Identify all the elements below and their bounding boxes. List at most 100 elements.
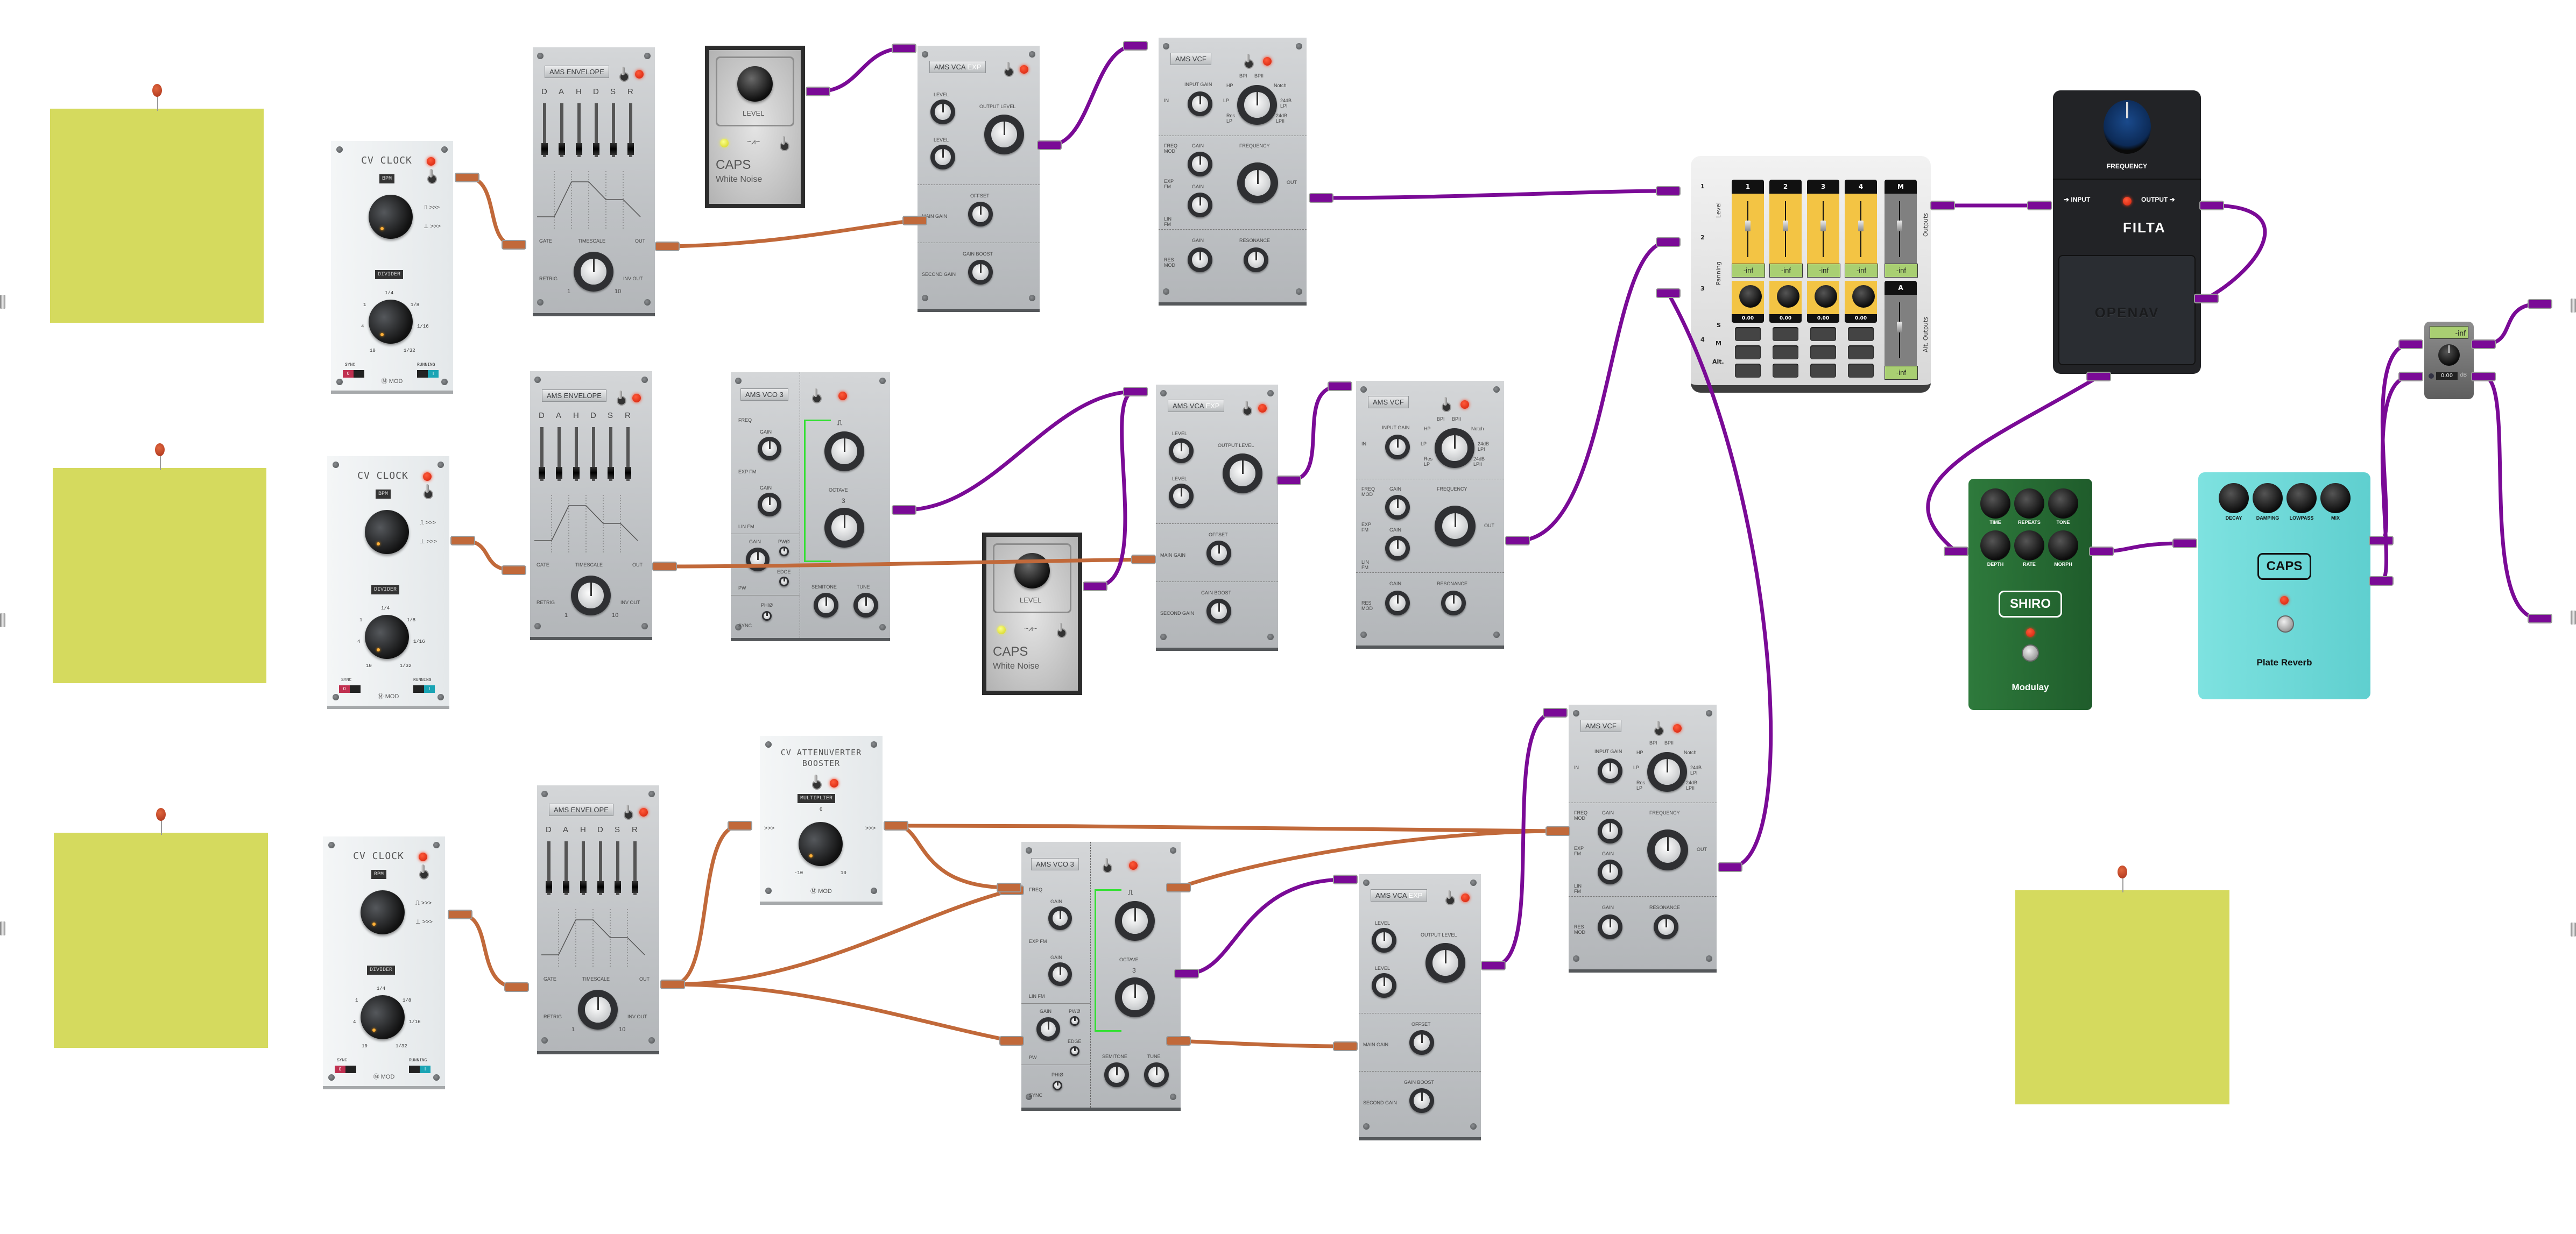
running-switch[interactable]: I [409, 1066, 430, 1073]
exp-fm-gain-knob[interactable] [1385, 495, 1410, 520]
tone-knob[interactable] [2048, 488, 2078, 519]
master-fader[interactable] [1897, 221, 1902, 231]
sticky-note[interactable] [53, 443, 266, 683]
sync-switch[interactable]: 0 [335, 1066, 356, 1073]
jack-plug[interactable] [2369, 536, 2394, 545]
bpm-knob[interactable] [365, 510, 409, 554]
stage-fader[interactable] [563, 881, 569, 893]
level-2-knob[interactable] [930, 145, 955, 169]
ams-vca-exp-module[interactable]: AMS VCA EXP LEVEL OUTPUT LEVEL LEVEL OFF… [1359, 874, 1481, 1140]
jack-plug[interactable] [892, 505, 916, 515]
sticky-note[interactable] [50, 84, 264, 323]
running-switch[interactable]: I [413, 685, 435, 693]
stage-fader-track[interactable] [633, 841, 637, 895]
pw0-knob[interactable] [1070, 1016, 1079, 1026]
cv-cable[interactable] [665, 218, 917, 249]
cv-cable[interactable] [458, 912, 519, 989]
jack-plug[interactable] [1123, 387, 1148, 396]
jack-plug[interactable] [1083, 581, 1107, 591]
audio-cable[interactable] [2379, 342, 2413, 543]
stage-fader-track[interactable] [575, 427, 578, 481]
offscreen-jack[interactable] [0, 613, 5, 627]
jack-plug[interactable] [2398, 372, 2423, 381]
pw0-knob[interactable] [779, 547, 789, 556]
sync-switch[interactable]: 0 [343, 370, 364, 378]
solo-button[interactable] [1848, 327, 1874, 341]
pan-knob[interactable] [1815, 285, 1837, 308]
audio-cable[interactable] [1093, 389, 1138, 588]
channel-fader-area[interactable] [1769, 194, 1802, 264]
stage-fader-track[interactable] [592, 427, 595, 481]
jack-plug[interactable] [2471, 339, 2496, 349]
audio-cable[interactable] [1491, 711, 1557, 968]
stage-fader[interactable] [615, 881, 621, 893]
cv-attenuverter-booster-module[interactable]: CV ATTENUVERTER BOOSTER MULTIPLIER 0 >>>… [760, 736, 883, 905]
alt-button[interactable] [1735, 364, 1761, 378]
resonance-knob[interactable] [1244, 247, 1268, 272]
audio-cable[interactable] [1319, 189, 1670, 200]
stage-fader-track[interactable] [599, 841, 602, 895]
channel-fader-area[interactable] [1845, 194, 1877, 264]
sync-switch[interactable]: 0 [339, 685, 361, 693]
bypass-toggle[interactable] [419, 864, 429, 880]
jack-plug[interactable] [997, 883, 1021, 892]
jack-plug[interactable] [1037, 140, 1062, 150]
gain-boost-knob[interactable] [968, 260, 993, 285]
channel-fader-area[interactable] [1807, 194, 1839, 264]
jack-plug[interactable] [1944, 547, 1968, 556]
stage-fader[interactable] [559, 143, 565, 155]
stage-fader[interactable] [590, 467, 597, 479]
octave-knob[interactable] [1115, 977, 1155, 1017]
bypass-toggle[interactable] [779, 136, 789, 151]
bypass-toggle[interactable] [1654, 721, 1664, 736]
lin-fm-gain-knob[interactable] [1385, 536, 1410, 561]
jack-plug[interactable] [2199, 201, 2224, 210]
divider-knob[interactable] [365, 615, 409, 659]
channel-fader-area[interactable] [1732, 194, 1764, 264]
offscreen-jack[interactable] [2571, 299, 2576, 313]
bypass-toggle[interactable] [623, 805, 633, 820]
audio-cable[interactable] [816, 46, 906, 94]
jack-plug[interactable] [1930, 201, 1955, 210]
divider-knob[interactable] [361, 995, 405, 1039]
jack-plug[interactable] [2027, 201, 2052, 210]
offset-knob[interactable] [1206, 541, 1231, 565]
output-level-knob[interactable] [984, 115, 1024, 154]
level-1-knob[interactable] [1169, 438, 1194, 463]
exp-fm-gain-knob[interactable] [1048, 906, 1072, 930]
sticky-note[interactable] [2015, 866, 2229, 1104]
cv-cable[interactable] [671, 982, 1014, 1043]
gain-module[interactable]: -inf 0.00 dB [2424, 322, 2474, 399]
edge-knob[interactable] [1070, 1046, 1079, 1056]
gain-knob[interactable] [2438, 344, 2460, 366]
channel-fader[interactable] [1745, 221, 1751, 231]
alt-button[interactable] [1810, 364, 1836, 378]
phi0-knob[interactable] [1053, 1081, 1062, 1090]
mix-knob[interactable] [2320, 483, 2351, 513]
mute-button[interactable] [1810, 345, 1836, 359]
jack-plug[interactable] [1123, 387, 1148, 396]
semitone-knob[interactable] [1104, 1062, 1129, 1087]
morph-knob[interactable] [2048, 530, 2078, 561]
audio-cable[interactable] [1047, 44, 1138, 147]
jack-plug[interactable] [1656, 288, 1681, 298]
channel-fader[interactable] [1820, 221, 1826, 231]
stage-fader-track[interactable] [629, 103, 632, 157]
jack-plug[interactable] [1328, 381, 1352, 391]
stage-fader[interactable] [541, 143, 548, 155]
time-knob[interactable] [1980, 488, 2010, 519]
sticky-note[interactable] [54, 808, 268, 1048]
stage-fader-track[interactable] [577, 103, 581, 157]
bypass-toggle[interactable] [619, 67, 629, 82]
jack-plug[interactable] [660, 980, 685, 989]
level-1-knob[interactable] [1372, 928, 1396, 953]
pan-knob[interactable] [1777, 285, 1799, 308]
gain-boost-knob[interactable] [1409, 1088, 1434, 1113]
cv-cable[interactable] [894, 824, 1011, 890]
expression-pad[interactable]: OPENAV [2058, 255, 2196, 365]
mute-button[interactable] [1735, 345, 1761, 359]
jack-plug[interactable] [1543, 708, 1568, 718]
